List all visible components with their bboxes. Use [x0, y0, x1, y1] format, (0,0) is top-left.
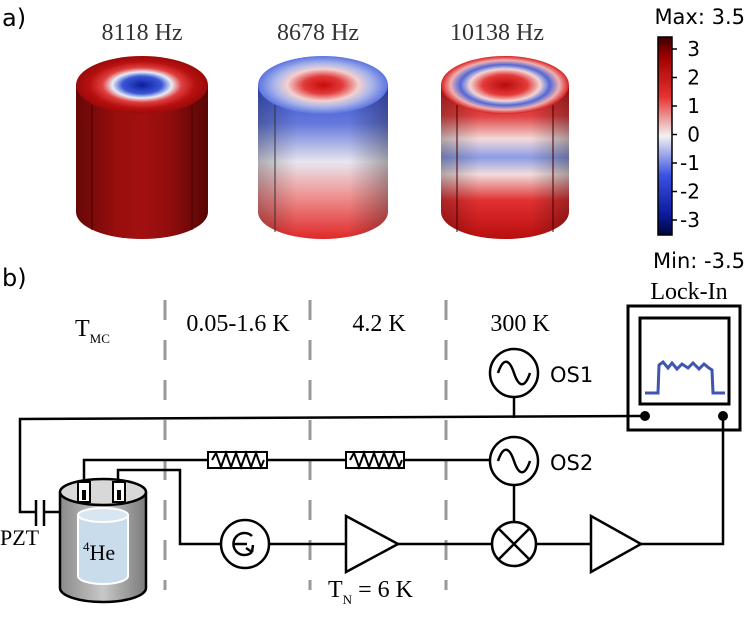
mode-1-frequency: 8118 Hz [101, 20, 182, 46]
mode-2-cylinder [258, 56, 388, 239]
mixer [490, 520, 538, 568]
colorbar-max-label: Max: 3.5 [654, 5, 745, 29]
colorbar-tick-label: -3 [680, 208, 700, 232]
colorbar-ticks: 3 2 1 0 -1 -2 -3 [672, 37, 700, 232]
mode-3-cylinder [441, 56, 569, 239]
mode-2-frequency: 8678 Hz [277, 20, 359, 46]
colorbar-tick-label: 1 [687, 94, 700, 118]
colorbar [657, 36, 673, 236]
wires [18, 397, 725, 546]
resistor-2 [345, 450, 405, 470]
resistor-1 [207, 450, 268, 470]
pzt-label: PZT [0, 525, 40, 550]
stage-2-label: 4.2 K [352, 311, 406, 337]
os2-oscillator [488, 435, 540, 487]
helium-label: 4He [83, 539, 115, 565]
colorbar-tick-label: -2 [680, 180, 700, 204]
lockin-amplifier [626, 304, 742, 432]
room-temp-amplifier [589, 513, 644, 575]
lockin-trace [645, 359, 725, 395]
os1-label: OS1 [550, 363, 593, 387]
colorbar-tick-label: -1 [680, 151, 700, 175]
colorbar-tick-label: 2 [687, 66, 700, 90]
colorbar-tick-label: 0 [687, 123, 700, 147]
mode-1-cylinder [76, 56, 208, 239]
panel-b-label: b) [2, 264, 27, 292]
panel-a-label: a) [2, 4, 26, 32]
stage-mc-label: TMC [75, 316, 110, 346]
stage-1-label: 0.05-1.6 K [186, 311, 290, 337]
os2-label: OS2 [550, 451, 593, 475]
noise-temperature-label: TN = 6 K [328, 577, 414, 607]
lockin-label: Lock-In [650, 279, 727, 305]
mode-3-frequency: 10138 Hz [450, 20, 544, 46]
colorbar-tick-label: 3 [687, 37, 700, 61]
stage-3-label: 300 K [490, 311, 550, 337]
helium-cell [58, 477, 148, 604]
stage-dividers [163, 300, 448, 590]
circulator [219, 518, 271, 570]
cryo-amplifier [344, 513, 401, 575]
pzt-capacitor [34, 500, 60, 526]
colorbar-min-label: Min: -3.5 [653, 249, 745, 273]
os1-oscillator [488, 347, 540, 399]
